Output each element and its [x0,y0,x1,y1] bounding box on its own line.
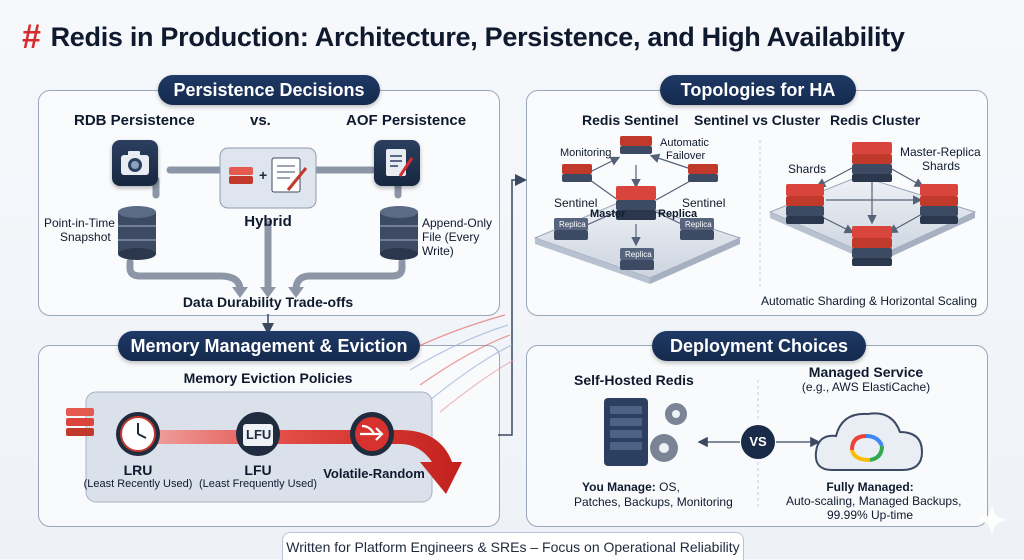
you-manage-label: You Manage: [582,480,656,494]
hybrid-label: Hybrid [244,213,292,230]
eviction-subheading: Memory Eviction Policies [183,370,353,386]
memory-to-topologies-arrow [498,174,527,436]
cluster-title: Redis Cluster [830,112,921,128]
hybrid-file-icon [271,157,308,193]
master-label: Master [590,208,626,220]
memory-heading: Memory Management & Eviction [118,331,420,361]
cluster-node-bottom [852,226,892,266]
decorative-streaks [399,314,515,413]
auto-failover-2: Failover [666,150,706,162]
page-title: # Redis in Production: Architecture, Per… [22,14,905,60]
managed-example: (e.g., AWS ElastiCache) [801,380,931,394]
lru-label: LRU [123,462,153,478]
footer-note: Written for Platform Engineers & SREs – … [282,532,744,560]
monitoring-label: Monitoring [560,147,612,159]
vs-badge-label: VS [749,434,767,449]
fully-managed-line3: 99.99% Up-time [826,508,914,522]
fully-managed-label: Fully Managed: [826,480,914,494]
server-icon [604,398,648,466]
camera-icon-svg [121,151,149,175]
auto-failover-1: Automatic [660,137,709,149]
replica-left-label: Replica [559,220,586,229]
cluster-node-right [920,184,958,224]
svg-text:+: + [259,167,267,183]
sentinel-node-right [688,164,718,182]
persistence-flow-arrowheads [232,287,304,298]
replica-node-left [554,218,588,240]
scaling-label: Automatic Sharding & Horizontal Scaling [760,294,978,308]
tradeoffs-label: Data Durability Trade-offs [182,294,354,310]
middle-title: Sentinel vs Cluster [694,112,821,128]
master-replica-shards-1: Master-Replica [900,145,981,159]
managed-title: Managed Service [808,364,924,380]
vs-label: vs. [250,112,271,129]
fully-managed-line2: Auto-scaling, Managed Backups, [786,494,962,508]
sentinel-node-top [620,136,652,154]
topologies-heading: Topologies for HA [660,75,856,105]
camera-icon [112,140,158,186]
document-pen-icon [374,140,420,186]
aof-note-1: Append-Only [422,216,493,230]
cloud-icon [814,412,924,471]
sentinel-right-label: Sentinel [682,196,726,210]
self-hosted-title: Self-Hosted Redis [574,372,694,388]
you-manage-line2: Patches, Backups, Monitoring [574,495,733,509]
aof-note-3: Write) [422,244,454,258]
you-manage-rest: OS, [655,480,680,494]
shards-label: Shards [788,162,827,176]
cluster-node-top [852,142,892,182]
replica-right-label: Replica [685,220,712,229]
master-node [616,186,656,220]
aof-database-icon [380,206,418,260]
rdb-note-1: Point-in-Time [44,216,115,230]
master-replica-shards-2: Shards [922,159,961,173]
you-manage-line1: You Manage: OS, [582,480,680,494]
replica-node-bottom [620,248,654,270]
sparkle-icon [978,506,1006,534]
lfu-desc: (Least Frequently Used) [199,478,317,490]
lru-desc: (Least Recently Used) [83,478,193,490]
aof-title: AOF Persistence [346,112,467,129]
memory-redis-stack-icon [66,408,94,436]
rdb-title: RDB Persistence [74,112,195,129]
rdb-database-icon [118,206,156,260]
lfu-icon-text: LFU [246,427,272,442]
sentinel-node-left [562,164,592,182]
cluster-node-left [786,184,824,224]
sentinel-title: Redis Sentinel [582,112,679,128]
volatile-label: Volatile-Random [323,466,425,481]
title-text: Redis in Production: Architecture, Persi… [50,21,905,52]
master-replica-label: Replica [658,208,698,220]
vs-badge [741,425,775,459]
aof-note-2: File (Every [422,230,480,244]
persistence-heading: Persistence Decisions [158,75,380,105]
lfu-label: LFU [244,462,272,478]
rdb-note-2: Snapshot [60,230,111,244]
hash-icon: # [22,17,41,56]
deployment-heading: Deployment Choices [652,331,866,361]
gear-icon [650,403,687,462]
hybrid-redis-icon [229,167,253,184]
document-pen-icon-svg [386,149,414,177]
replica-bottom-label: Replica [625,250,652,259]
sentinel-left-label: Sentinel [554,196,598,210]
replica-node-right [680,218,714,240]
